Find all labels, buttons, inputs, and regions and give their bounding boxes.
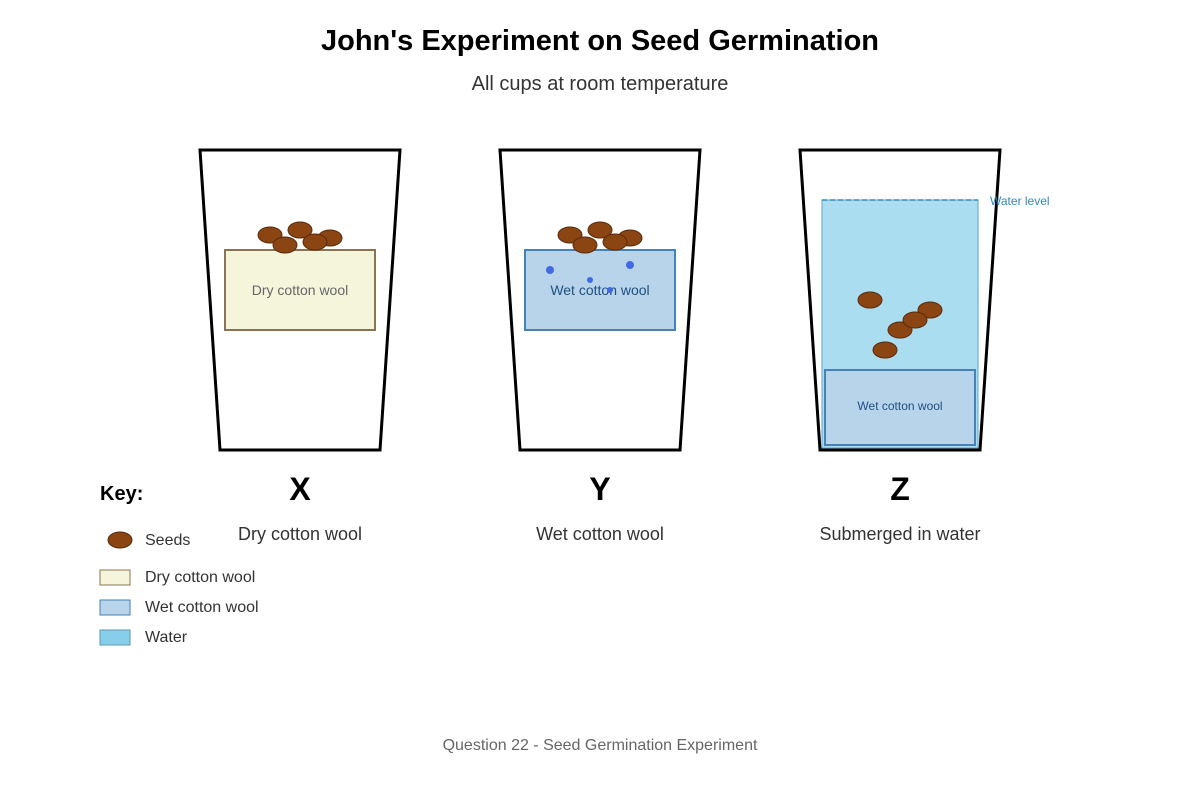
seed: [872, 341, 898, 359]
seed-icon: [107, 531, 133, 549]
water-droplet: [587, 277, 593, 283]
cup-z-description: Submerged in water: [819, 524, 980, 544]
cup-y-inner-label: Wet cotton wool: [550, 282, 649, 298]
cup-x-dry-cotton: [224, 249, 376, 331]
seed: [257, 226, 283, 244]
seed: [917, 301, 943, 319]
cup-y-letter: Y: [589, 471, 610, 507]
seed: [602, 233, 628, 251]
seed: [287, 221, 313, 239]
seed: [587, 221, 613, 239]
cup-y: Wet cotton wool Y Wet cotton wool: [498, 148, 702, 544]
cup-y-wet-cotton: [524, 249, 676, 331]
seed: [272, 236, 298, 254]
cup-x: Dry cotton wool X Dry cotton wool: [198, 148, 402, 544]
key-label-seeds: Seeds: [145, 532, 190, 549]
cup-x-description: Dry cotton wool: [238, 524, 362, 544]
water-droplet: [546, 266, 554, 274]
cup-y-description: Wet cotton wool: [536, 524, 664, 544]
footer-caption: Question 22 - Seed Germination Experimen…: [443, 737, 758, 754]
seed: [857, 291, 883, 309]
cup-z: Water level Wet cotton wool Z Submerged …: [798, 148, 1050, 544]
cup-z-wet-cotton: [824, 369, 976, 446]
cup-z-seeds: [857, 291, 943, 359]
seed: [902, 311, 928, 329]
key-legend: Key: Seeds Dry cotton wool Wet cotton wo…: [99, 483, 259, 646]
seed: [572, 236, 598, 254]
seed: [887, 321, 913, 339]
key-label-dry-cotton: Dry cotton wool: [145, 569, 255, 586]
cup-x-letter: X: [289, 471, 311, 507]
water-droplet: [626, 261, 634, 269]
seed: [557, 226, 583, 244]
wet-swatch: [99, 599, 131, 616]
cup-y-seeds: [557, 221, 643, 254]
key-label-water: Water: [145, 629, 188, 646]
cup-x-seeds: [257, 221, 343, 254]
cup-z-inner-label: Wet cotton wool: [857, 399, 942, 413]
cup-z-letter: Z: [890, 471, 910, 507]
water-swatch: [99, 629, 131, 646]
cup-y-droplets: [546, 261, 634, 293]
seed: [302, 233, 328, 251]
water-droplet: [607, 287, 613, 293]
page-title: John's Experiment on Seed Germination: [321, 25, 879, 57]
key-title: Key:: [100, 483, 143, 505]
dry-swatch: [99, 569, 131, 586]
cup-z-water-level-label: Water level: [990, 194, 1050, 208]
cup-x-inner-label: Dry cotton wool: [252, 282, 348, 298]
key-label-wet-cotton: Wet cotton wool: [145, 599, 259, 616]
page-subtitle: All cups at room temperature: [472, 73, 729, 95]
